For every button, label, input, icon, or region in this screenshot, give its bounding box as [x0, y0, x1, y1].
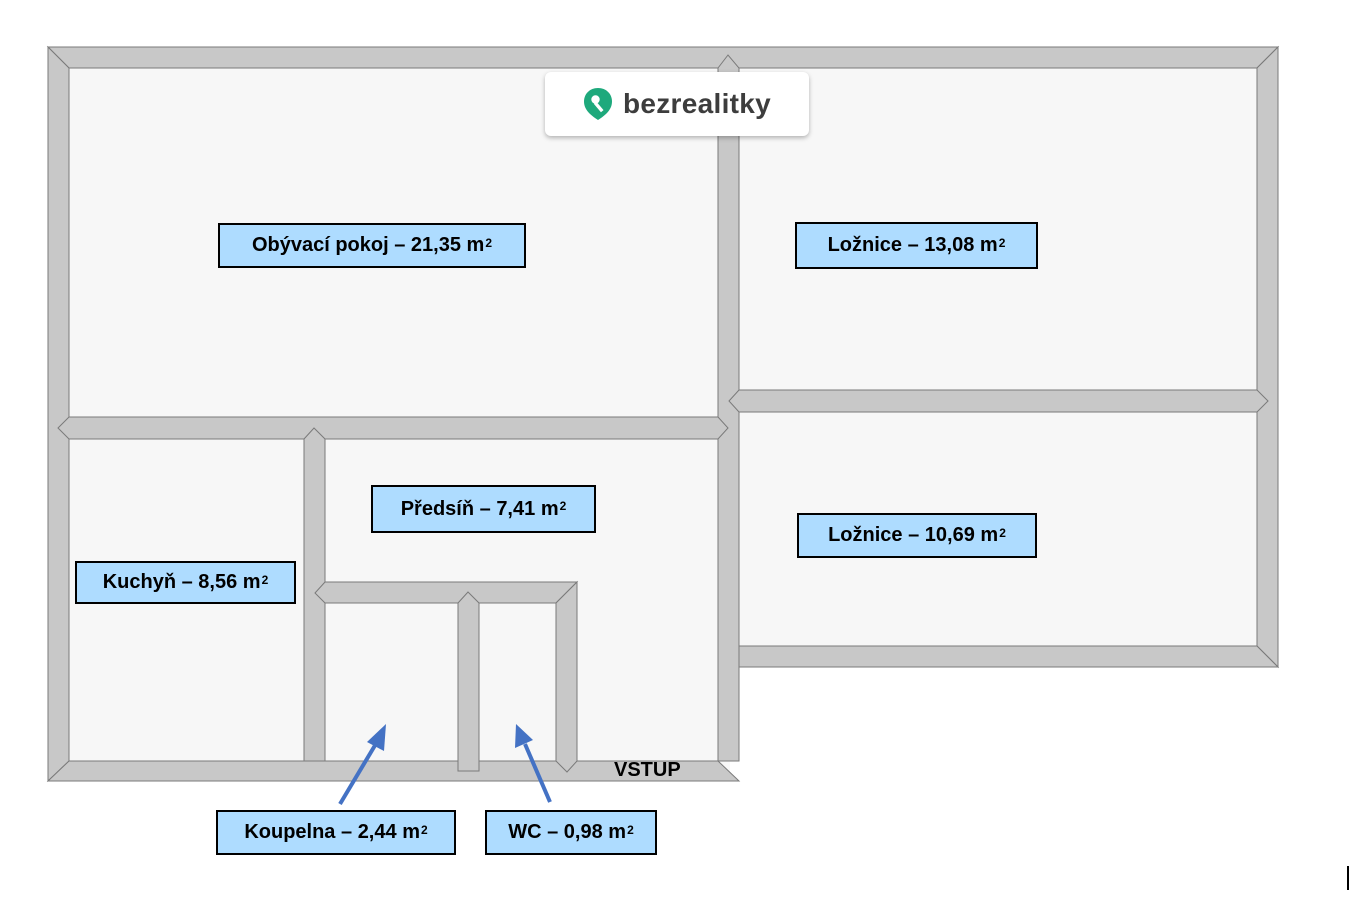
arrow-wc-head [515, 724, 533, 748]
brand-name: bezrealitky [622, 88, 772, 119]
arrow-wc [523, 743, 552, 803]
room-area: 0,98 [563, 821, 603, 843]
wall-bottom-right [728, 645, 1280, 668]
separator: – [394, 234, 406, 256]
wall-top [46, 46, 1280, 69]
brand-logo: bezrealitky [545, 72, 809, 136]
separator: – [908, 524, 920, 546]
room-area: 2,44 [357, 821, 397, 843]
separator: – [341, 821, 353, 843]
separator: – [181, 571, 193, 593]
wall-bedrooms-divider [728, 389, 1269, 413]
key-pin-icon [583, 88, 612, 120]
area-unit: m [540, 497, 559, 520]
room-name: Předsíň [400, 497, 475, 520]
room-area: 21,35 [410, 234, 461, 256]
room-area: 7,41 [496, 497, 536, 520]
wall-wc-right [555, 580, 578, 773]
unit-exponent: 2 [998, 235, 1006, 250]
room-name: Kuchyň [102, 571, 177, 593]
room-name: Obývací pokoj [251, 234, 389, 256]
unit-exponent: 2 [999, 525, 1006, 540]
room-name: Koupelna [244, 821, 336, 843]
room-name: WC [508, 821, 542, 843]
wall-left [47, 45, 70, 783]
room-area: 13,08 [924, 234, 975, 256]
area-unit: m [466, 234, 485, 256]
unit-exponent: 2 [261, 572, 269, 587]
arrow-bathroom [338, 740, 379, 806]
area-unit: m [242, 571, 261, 593]
arrow-bathroom-head [367, 724, 386, 751]
separator: – [907, 234, 919, 256]
walls [46, 45, 1280, 783]
room-area: 10,69 [924, 524, 975, 546]
separator: – [547, 821, 559, 843]
edge-divider [1347, 866, 1349, 890]
room-name: Ložnice [828, 524, 903, 546]
unit-exponent: 2 [485, 235, 493, 250]
wall-bath-top [314, 581, 579, 604]
wall-bath-wc-divider [457, 591, 480, 772]
wall-living-bottom [57, 416, 729, 440]
room-area: 8,56 [198, 571, 238, 593]
unit-exponent: 2 [559, 499, 567, 513]
wall-center-vertical [717, 54, 740, 762]
separator: – [479, 497, 491, 520]
area-unit: m [402, 821, 420, 843]
unit-exponent: 2 [627, 822, 634, 837]
area-unit: m [980, 524, 999, 546]
wall-right [1256, 45, 1279, 669]
room-name: Ložnice [827, 234, 903, 256]
area-unit: m [608, 821, 627, 843]
pointer-arrows [338, 724, 552, 806]
entrance-label: VSTUP [614, 759, 681, 781]
area-unit: m [979, 234, 998, 256]
unit-exponent: 2 [420, 822, 428, 837]
